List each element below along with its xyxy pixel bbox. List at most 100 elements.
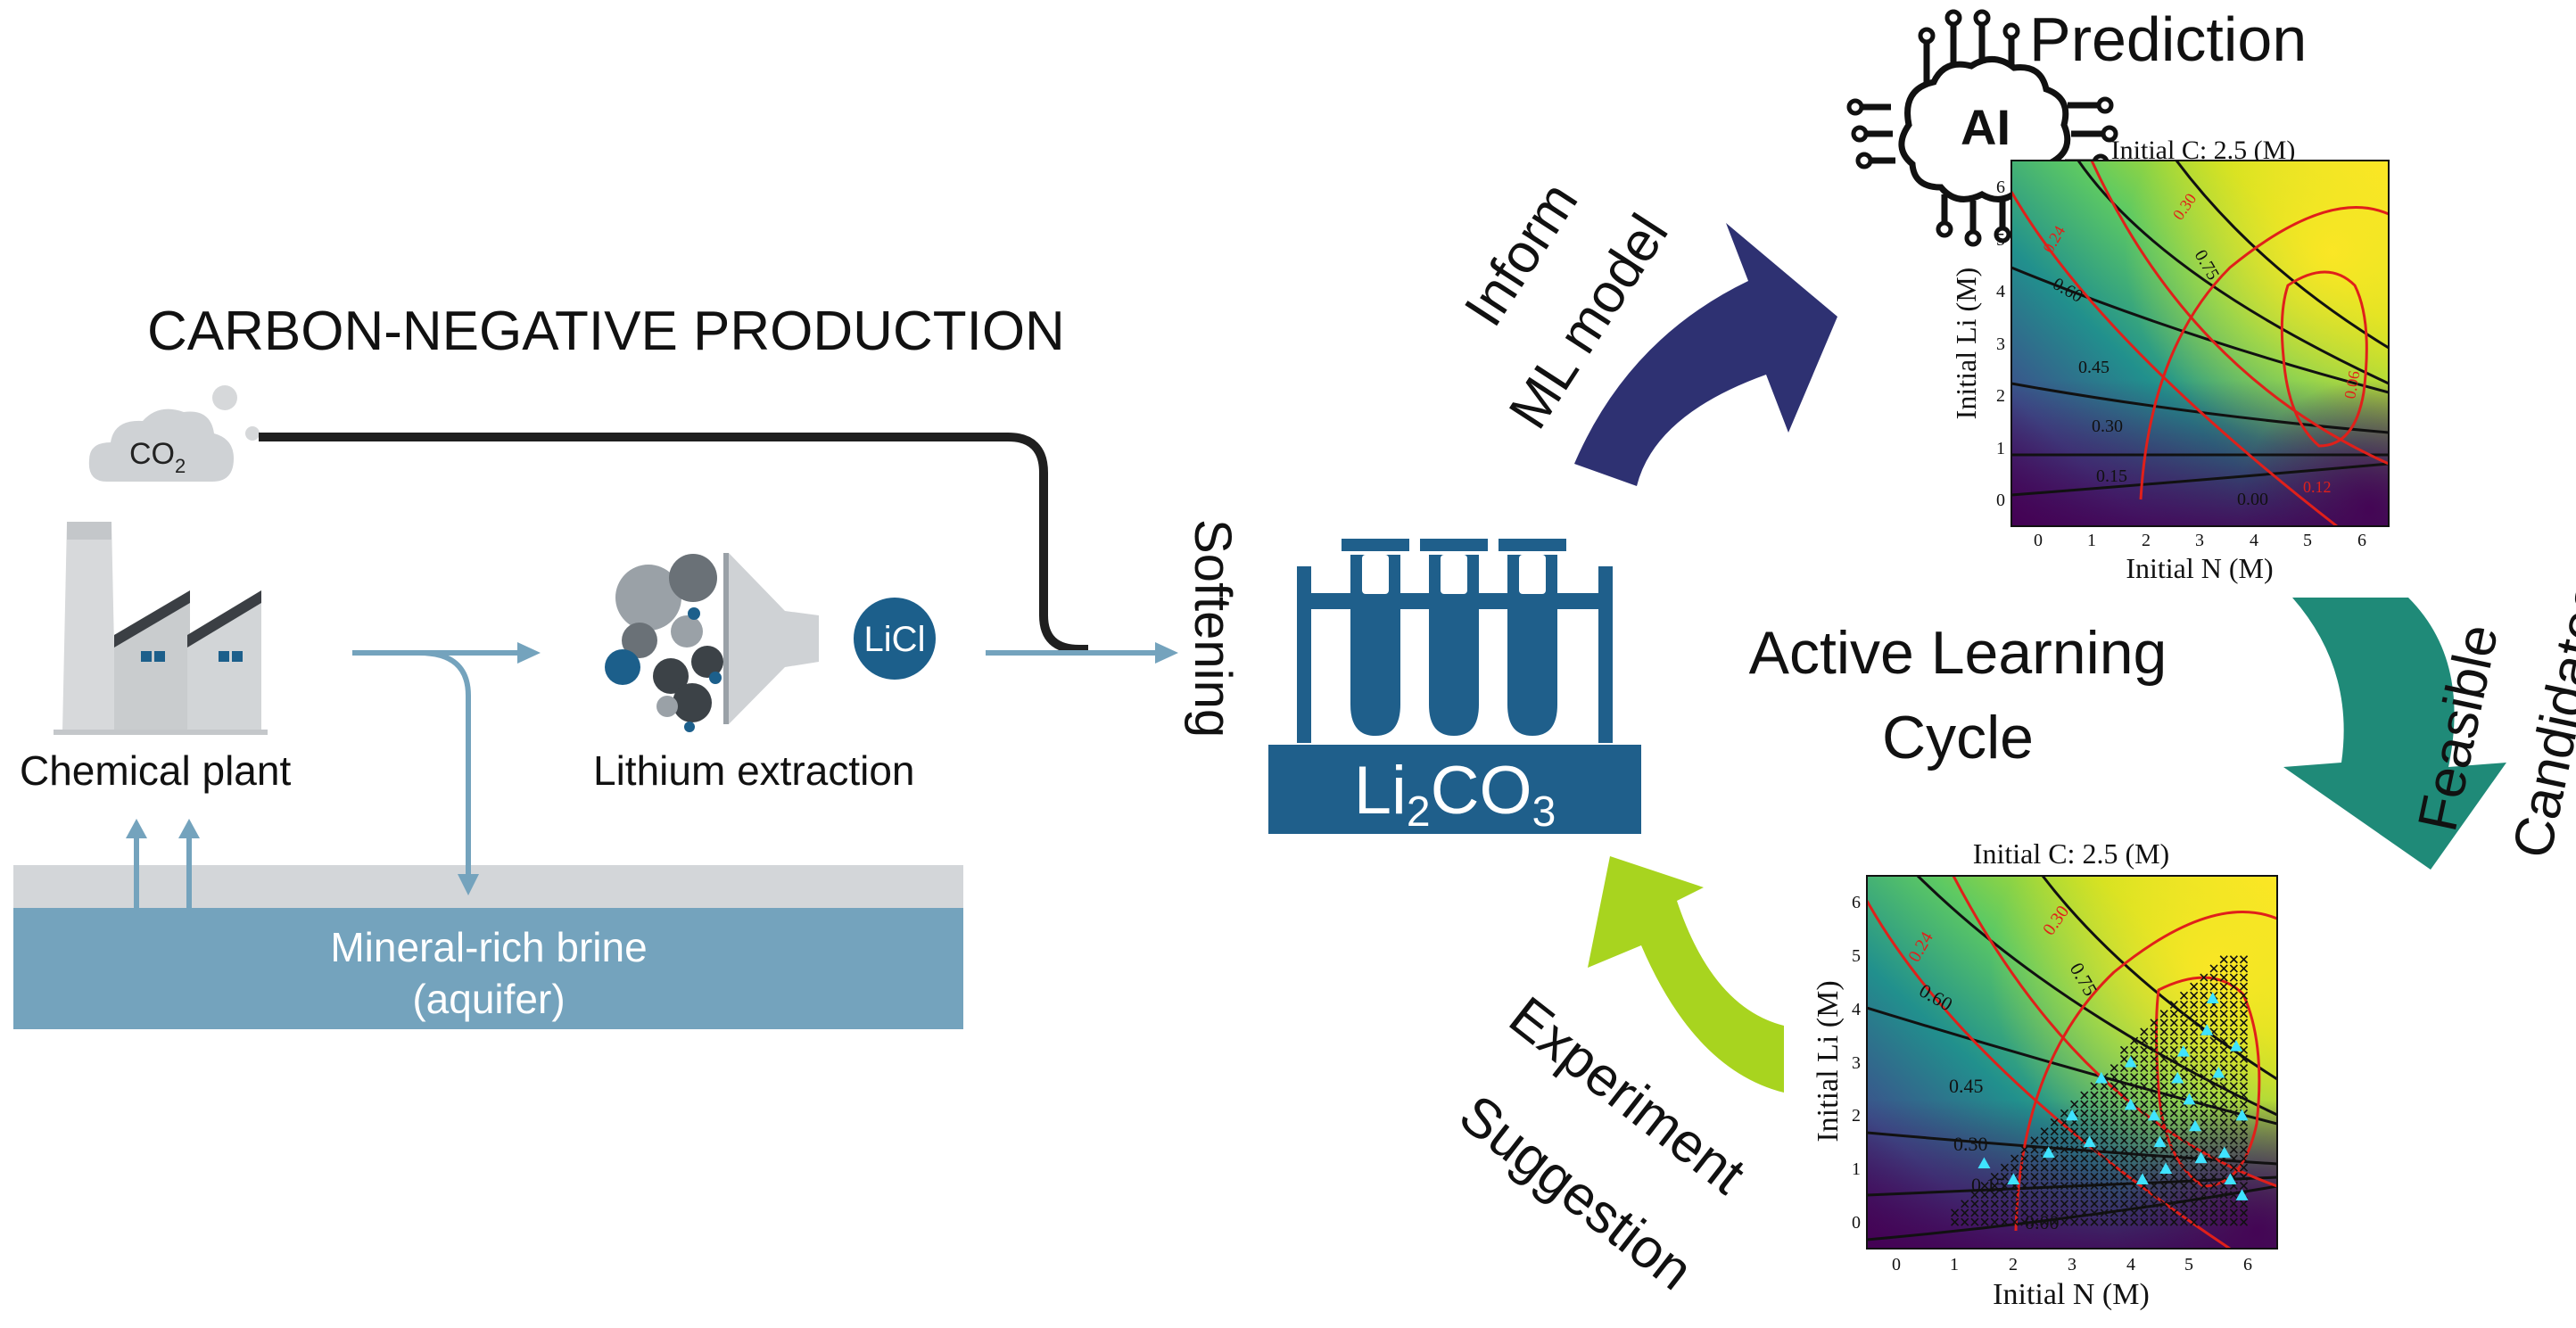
plot2-ytick: 6 (1852, 893, 1861, 912)
candidate-point (2060, 1181, 2069, 1191)
candidate-point (2209, 1163, 2218, 1172)
suggested-point (2083, 1135, 2096, 1148)
candidate-point (2200, 1036, 2209, 1045)
candidate-point (2169, 1027, 2178, 1036)
candidate-point (2190, 1208, 2199, 1217)
candidate-point (2050, 1118, 2059, 1127)
co2-cloud-icon: CO2 (88, 385, 260, 482)
candidate-point (2200, 1054, 2209, 1063)
candidate-point (2239, 1073, 2249, 1082)
candidate-point (2169, 1217, 2178, 1226)
candidate-point (2190, 1010, 2199, 1019)
candidate-point (2229, 1091, 2238, 1100)
candidate-point (2020, 1181, 2029, 1191)
candidate-point (1961, 1208, 1969, 1217)
candidate-point (2239, 1200, 2249, 1208)
candidate-point (1990, 1208, 1999, 1217)
candidate-point (2010, 1200, 2019, 1208)
candidate-point (2110, 1118, 2118, 1127)
candidate-point (2130, 1036, 2139, 1045)
candidate-point (2000, 1208, 2009, 1217)
candidate-point (2219, 1064, 2228, 1073)
candidate-point (2229, 1191, 2238, 1200)
candidate-point (2200, 1109, 2209, 1118)
candidate-point (1961, 1217, 1969, 1226)
candidate-point (2140, 1082, 2149, 1091)
candidate-point (2209, 1064, 2218, 1073)
candidate-point (2010, 1191, 2019, 1200)
candidate-point (2169, 1154, 2178, 1163)
candidate-point (2169, 1054, 2178, 1063)
candidate-point (2219, 955, 2228, 964)
candidate-point (2030, 1217, 2039, 1226)
candidate-point (2100, 1109, 2109, 1118)
candidate-point (2179, 1172, 2189, 1181)
plot1-ytick: 2 (1996, 386, 2005, 406)
candidate-point (2050, 1172, 2059, 1181)
plot1-red-label-012: 0.12 (2303, 478, 2332, 496)
candidate-point (2159, 1019, 2168, 1027)
candidate-point (2229, 1163, 2238, 1172)
candidate-point (2239, 1045, 2249, 1054)
experiment-plot: Initial C: 2.5 (M) 0. (1812, 837, 2278, 1311)
candidate-point (2140, 1064, 2149, 1073)
candidate-point (2239, 1172, 2249, 1181)
candidate-point (1980, 1200, 1989, 1208)
plot1-xtick: 4 (2250, 531, 2258, 550)
suggested-point (2183, 1093, 2196, 1105)
candidate-point (2239, 982, 2249, 991)
candidate-point (2200, 1000, 2209, 1010)
candidate-point (2060, 1145, 2069, 1154)
test-tube-rack-icon (1268, 539, 1641, 834)
candidate-point (1970, 1208, 1979, 1217)
candidate-point (2130, 1145, 2139, 1154)
candidate-point (2219, 1127, 2228, 1136)
candidate-point (2200, 1208, 2209, 1217)
candidate-point (2110, 1127, 2118, 1136)
candidate-point (2119, 1191, 2129, 1200)
candidate-point (2130, 1091, 2139, 1100)
candidate-point (2130, 1172, 2139, 1181)
candidate-point (2219, 1027, 2228, 1036)
candidate-point (2229, 991, 2238, 1000)
candidate-point (2239, 1154, 2249, 1163)
candidate-point (2190, 1027, 2199, 1036)
candidate-point (2119, 1109, 2129, 1118)
plant-to-extraction-arrow (352, 642, 541, 895)
plot2-yticks: 0 1 2 3 4 5 6 (1852, 893, 1861, 1233)
candidate-point (2190, 1054, 2199, 1063)
plot2-xtick: 1 (1950, 1255, 1959, 1274)
candidate-point (2219, 1136, 2228, 1145)
candidate-point (2080, 1217, 2089, 1226)
candidate-point (2100, 1145, 2109, 1154)
candidate-point (2169, 1000, 2178, 1010)
plot2-title: Initial C: 2.5 (M) (1973, 837, 2169, 870)
candidate-point (2200, 1045, 2209, 1054)
candidate-point (2200, 1163, 2209, 1172)
candidate-point (2159, 1154, 2168, 1163)
candidate-point (2150, 1027, 2159, 1036)
candidate-point (2239, 1082, 2249, 1091)
plot1-yticks: 0 1 2 3 4 5 6 (1996, 177, 2005, 510)
plot1-xtick: 3 (2195, 531, 2204, 550)
candidate-point (2040, 1208, 2049, 1217)
candidate-point (1980, 1208, 1989, 1217)
candidate-point (2239, 1091, 2249, 1100)
candidate-point (2030, 1136, 2039, 1145)
candidate-point (2200, 982, 2209, 991)
ai-brain-icon (1860, 22, 2105, 234)
candidate-point (2080, 1172, 2089, 1181)
plot1-ytick: 4 (1996, 282, 2005, 301)
suggested-point (2148, 1109, 2160, 1121)
candidate-point (2110, 1100, 2118, 1109)
candidate-point (2140, 1054, 2149, 1063)
plot2-ytick: 2 (1852, 1106, 1861, 1126)
candidate-point (2070, 1154, 2079, 1163)
candidate-point (2169, 1091, 2178, 1100)
suggested-point (2124, 1056, 2137, 1068)
candidate-point (2030, 1181, 2039, 1191)
candidate-point (2229, 982, 2238, 991)
candidate-point (2030, 1172, 2039, 1181)
candidate-point (2110, 1181, 2118, 1191)
candidate-point (2209, 964, 2218, 973)
